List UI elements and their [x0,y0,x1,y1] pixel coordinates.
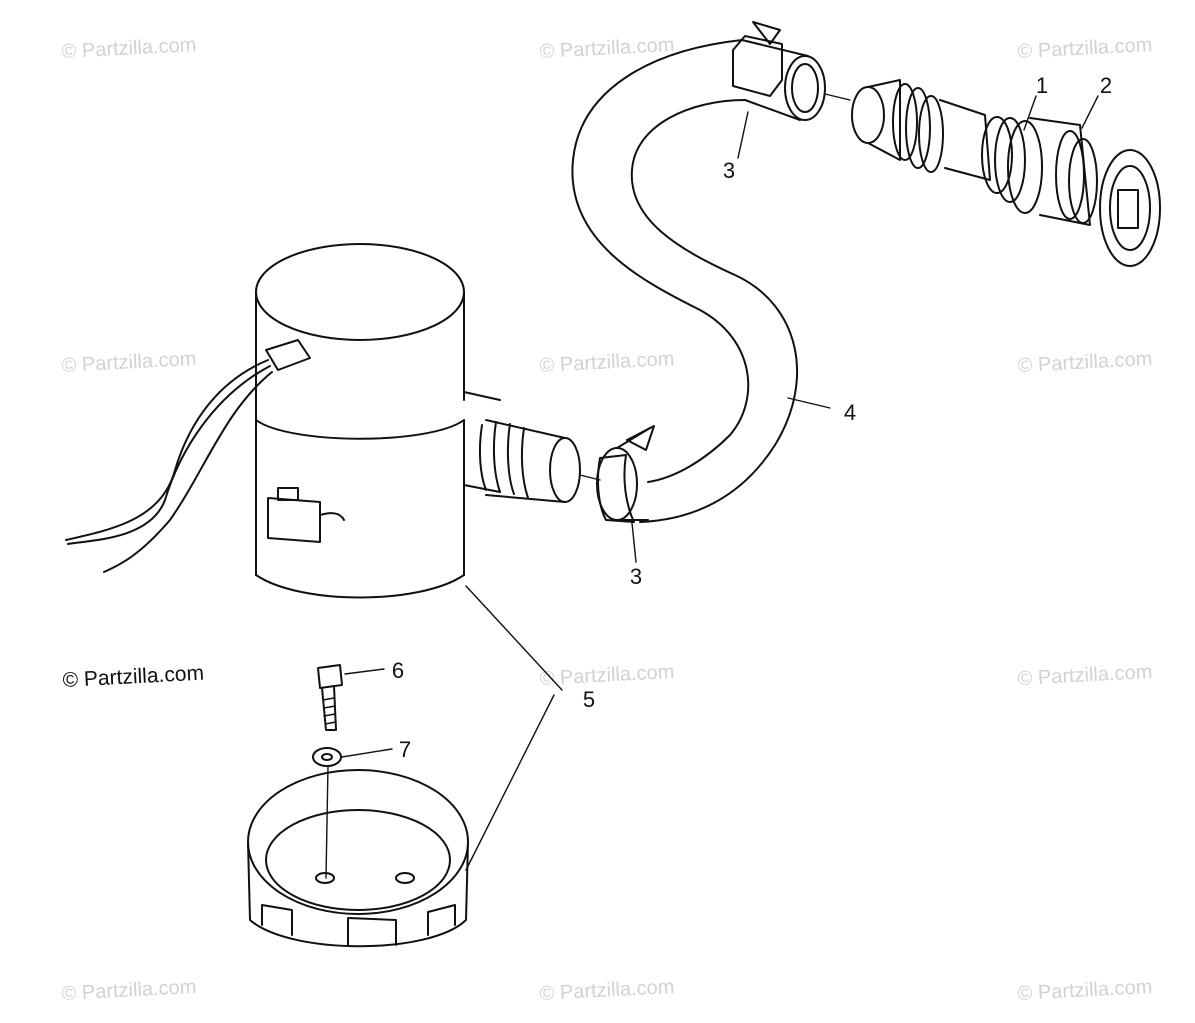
screw [317,664,343,731]
watermark: © Partzilla.com [1017,34,1153,63]
copyright-label: © Partzilla.com [62,662,205,692]
watermark: © Partzilla.com [539,661,675,690]
callouts: 1 2 3 3 4 5 6 7 [392,73,1112,762]
pump-wires [65,359,273,573]
watermark: © Partzilla.com [1017,976,1153,1005]
callout-7: 7 [399,737,411,762]
bilge-hose [571,39,826,523]
bilge-pump [255,243,601,599]
strainer-base [247,769,469,948]
callout-4: 4 [844,400,856,425]
thru-hull-fitting [851,79,1161,267]
assembly-line [824,93,851,101]
hose-clamp-bottom [597,425,655,523]
watermark: © Partzilla.com [1017,348,1153,377]
callout-1: 1 [1036,73,1048,98]
assembly-line [325,765,329,879]
watermark: © Partzilla.com [61,348,197,377]
callout-6: 6 [392,658,404,683]
watermark: © Partzilla.com [61,976,197,1005]
watermark: © Partzilla.com [61,34,197,63]
watermark-layer: © Partzilla.com © Partzilla.com © Partzi… [61,34,1153,1005]
callout-5: 5 [583,687,595,712]
watermark: © Partzilla.com [1017,661,1153,690]
washer [312,747,342,767]
leader-lines [341,95,1099,871]
callout-2: 2 [1100,73,1112,98]
hose-clamp-top [732,21,783,97]
watermark: © Partzilla.com [539,34,675,63]
callout-3-bottom: 3 [630,564,642,589]
watermark: © Partzilla.com [539,348,675,377]
watermark: © Partzilla.com [539,976,675,1005]
callout-3-top: 3 [723,158,735,183]
